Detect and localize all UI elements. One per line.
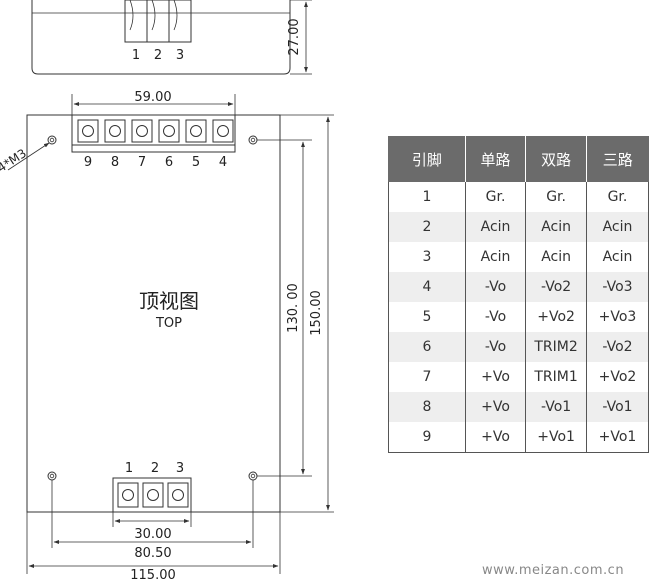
bottom-pin-label: 3 [176, 461, 184, 476]
table-cell: Acin [585, 242, 650, 272]
top-pin-span-dim: 59.00 [134, 90, 171, 105]
table-row: 5-Vo+Vo2+Vo3 [388, 302, 650, 332]
side-view-terminal-block [124, 0, 192, 43]
top-pin-label: 6 [165, 155, 173, 170]
side-view-outline [31, 0, 291, 75]
top-pin-label: 5 [192, 155, 200, 170]
top-terminals [77, 119, 234, 143]
table-cell: -Vo1 [525, 392, 587, 422]
table-cell: -Vo2 [585, 332, 650, 362]
table-cell: +Vo1 [525, 422, 587, 453]
header-dual: 双路 [525, 136, 587, 182]
table-cell: +Vo [464, 362, 527, 392]
table-cell: Gr. [585, 182, 650, 212]
table-cell: 5 [388, 302, 466, 332]
table-row: 9+Vo+Vo1+Vo1 [388, 422, 650, 453]
side-height-dim: 27.00 [287, 18, 302, 55]
table-cell: -Vo3 [585, 272, 650, 302]
table-row: 8+Vo-Vo1-Vo1 [388, 392, 650, 422]
table-cell: -Vo2 [525, 272, 587, 302]
table-cell: Acin [464, 242, 527, 272]
hole-span-x-dim: 80.50 [134, 546, 171, 561]
header-triple: 三路 [585, 136, 649, 182]
table-row: 4-Vo-Vo2-Vo3 [388, 272, 650, 302]
side-pin-label: 3 [176, 48, 184, 63]
bottom-pin-label: 2 [151, 461, 159, 476]
table-cell: +Vo2 [585, 362, 650, 392]
table-cell: 2 [388, 212, 466, 242]
hole-label: 4*M3 [0, 146, 29, 175]
table-cell: 1 [388, 182, 466, 212]
table-cell: +Vo [464, 422, 527, 453]
table-cell: -Vo [464, 272, 527, 302]
watermark: www.meizan.com.cn [482, 563, 625, 578]
top-view: 9 8 7 6 5 4 59.00 4*M3 顶视图 TOP 1 2 [0, 90, 334, 581]
table-cell: +Vo2 [525, 302, 587, 332]
top-view-outline [26, 114, 281, 513]
table-cell: Gr. [464, 182, 527, 212]
table-cell: Gr. [525, 182, 587, 212]
table-cell: 7 [388, 362, 466, 392]
top-pin-label: 8 [111, 155, 119, 170]
bottom-terminal-block [112, 477, 192, 513]
table-cell: TRIM2 [525, 332, 587, 362]
header-single: 单路 [464, 136, 526, 182]
table-cell: 8 [388, 392, 466, 422]
top-view-subtitle: TOP [155, 316, 182, 331]
table-cell: 3 [388, 242, 466, 272]
side-pin-label: 1 [132, 48, 140, 63]
table-cell: +Vo3 [585, 302, 650, 332]
table-cell: +Vo1 [585, 422, 650, 453]
table-cell: -Vo [464, 302, 527, 332]
table-cell: Acin [585, 212, 650, 242]
table-cell: +Vo [464, 392, 527, 422]
top-pin-label: 7 [138, 155, 146, 170]
width-dim: 115.00 [130, 568, 176, 581]
table-cell: Acin [525, 212, 587, 242]
table-cell: TRIM1 [525, 362, 587, 392]
hole-span-y-dim: 130. 00 [286, 283, 301, 333]
table-cell: -Vo [464, 332, 527, 362]
hole-leader [7, 142, 50, 171]
bottom-terminals [117, 482, 189, 508]
header-pin: 引脚 [388, 136, 466, 182]
top-pin-label: 4 [219, 155, 227, 170]
table-cell: 6 [388, 332, 466, 362]
side-view: 1 2 3 27.00 [31, 0, 312, 75]
pinout-header-row: 引脚 单路 双路 三路 [388, 136, 649, 182]
bottom-pin-span-dim: 30.00 [134, 527, 171, 542]
side-pin-label: 2 [154, 48, 162, 63]
top-terminal-block [71, 114, 236, 153]
table-cell: 4 [388, 272, 466, 302]
bottom-pin-label: 1 [125, 461, 133, 476]
table-cell: 9 [388, 422, 466, 453]
top-view-title: 顶视图 [139, 289, 199, 313]
table-cell: -Vo1 [585, 392, 650, 422]
table-cell: Acin [525, 242, 587, 272]
top-pin-label: 9 [84, 155, 92, 170]
table-cell: Acin [464, 212, 527, 242]
height-dim: 150.00 [309, 290, 324, 336]
